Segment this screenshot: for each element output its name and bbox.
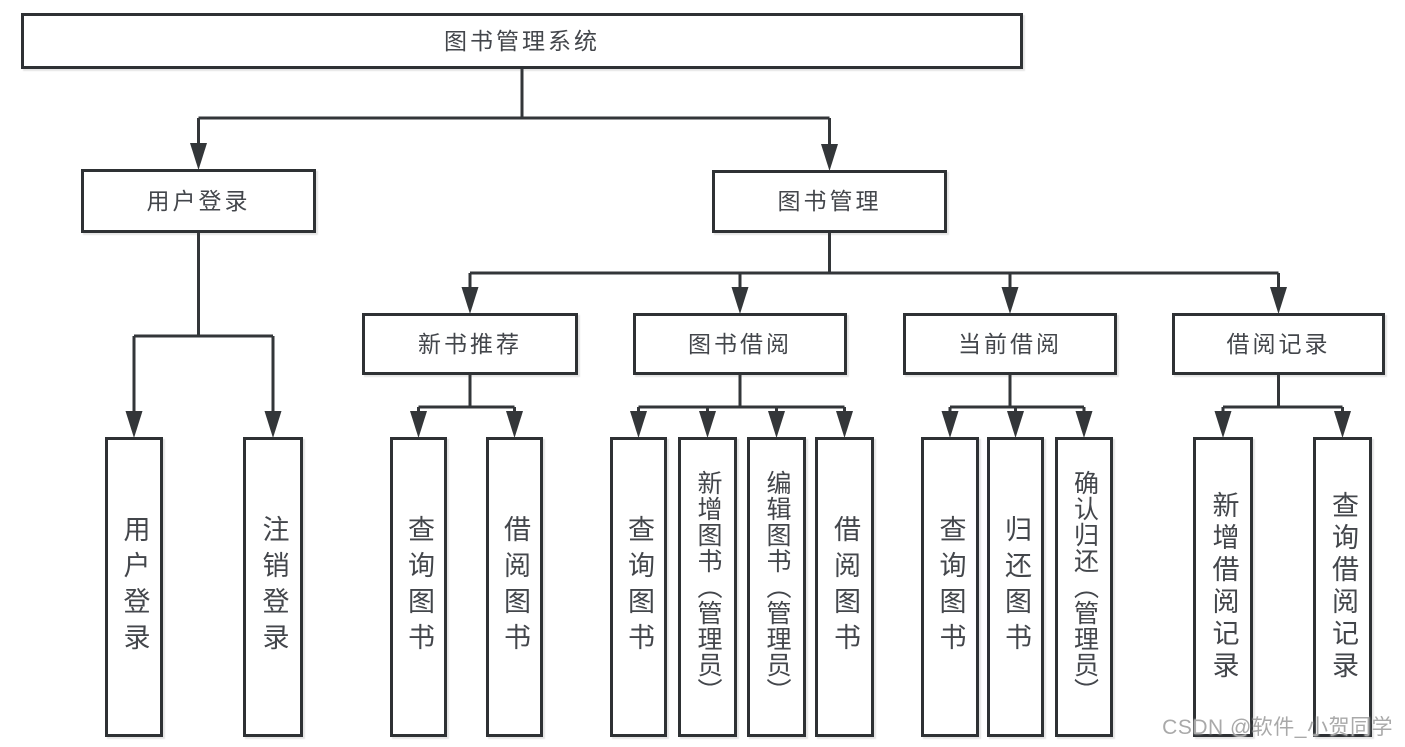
node-label: 归还图书 [1001,515,1031,659]
connector-mgmt [461,233,1287,314]
node-newbook: 新书推荐 [362,313,578,375]
node-leaf-bw-add: 新增图书（管理员） [678,437,737,737]
node-leaf-user-login: 用户登录 [105,437,163,737]
node-login: 用户登录 [81,169,316,233]
node-leaf-cur-query: 查询图书 [921,437,979,737]
node-label: 借阅图书 [500,515,530,659]
connector-current [941,375,1093,438]
node-label: 新书推荐 [418,330,522,357]
node-leaf-cur-confirm: 确认归还（管理员） [1055,437,1113,737]
node-leaf-rec-query: 查询借阅记录 [1313,437,1372,737]
node-label: 图书管理 [777,188,882,214]
node-label: 用户登录 [146,187,251,214]
node-root: 图书管理系统 [21,13,1023,69]
node-label: 图书借阅 [688,330,792,357]
node-leaf-bw-edit: 编辑图书（管理员） [747,437,806,737]
node-leaf-bw-borrow: 借阅图书 [815,437,874,737]
node-records: 借阅记录 [1172,313,1385,375]
node-label: 注销登录 [258,515,289,659]
node-label: 借阅记录 [1226,330,1331,357]
node-leaf-nb-query: 查询图书 [390,437,447,737]
node-leaf-cur-return: 归还图书 [987,437,1044,737]
node-label: 确认归还（管理员） [1070,470,1099,704]
node-leaf-bw-query: 查询图书 [610,437,667,737]
node-current: 当前借阅 [903,313,1117,375]
node-label: 查询图书 [404,515,434,659]
node-borrow: 图书借阅 [633,313,847,375]
node-label: 新增借阅记录 [1208,491,1239,683]
connector-root [190,69,838,171]
watermark: CSDN @软件_小贺同学 [1162,716,1393,739]
node-leaf-rec-add: 新增借阅记录 [1193,437,1253,737]
node-label: 图书管理系统 [444,27,600,54]
node-label: 用户登录 [119,515,150,659]
connector-records [1214,375,1351,438]
connector-login [125,233,282,438]
node-label: 借阅图书 [830,515,860,659]
node-label: 查询借阅记录 [1328,491,1358,683]
node-label: 查询图书 [935,515,966,659]
connector-newbook [410,375,523,438]
node-label: 当前借阅 [958,330,1062,357]
node-leaf-logout: 注销登录 [243,437,303,737]
node-label: 编辑图书（管理员） [763,470,791,704]
node-leaf-nb-borrow: 借阅图书 [486,437,543,737]
node-label: 查询图书 [624,515,654,659]
connector-borrow [630,375,853,438]
node-mgmt: 图书管理 [712,170,947,233]
node-label: 新增图书（管理员） [694,470,722,704]
